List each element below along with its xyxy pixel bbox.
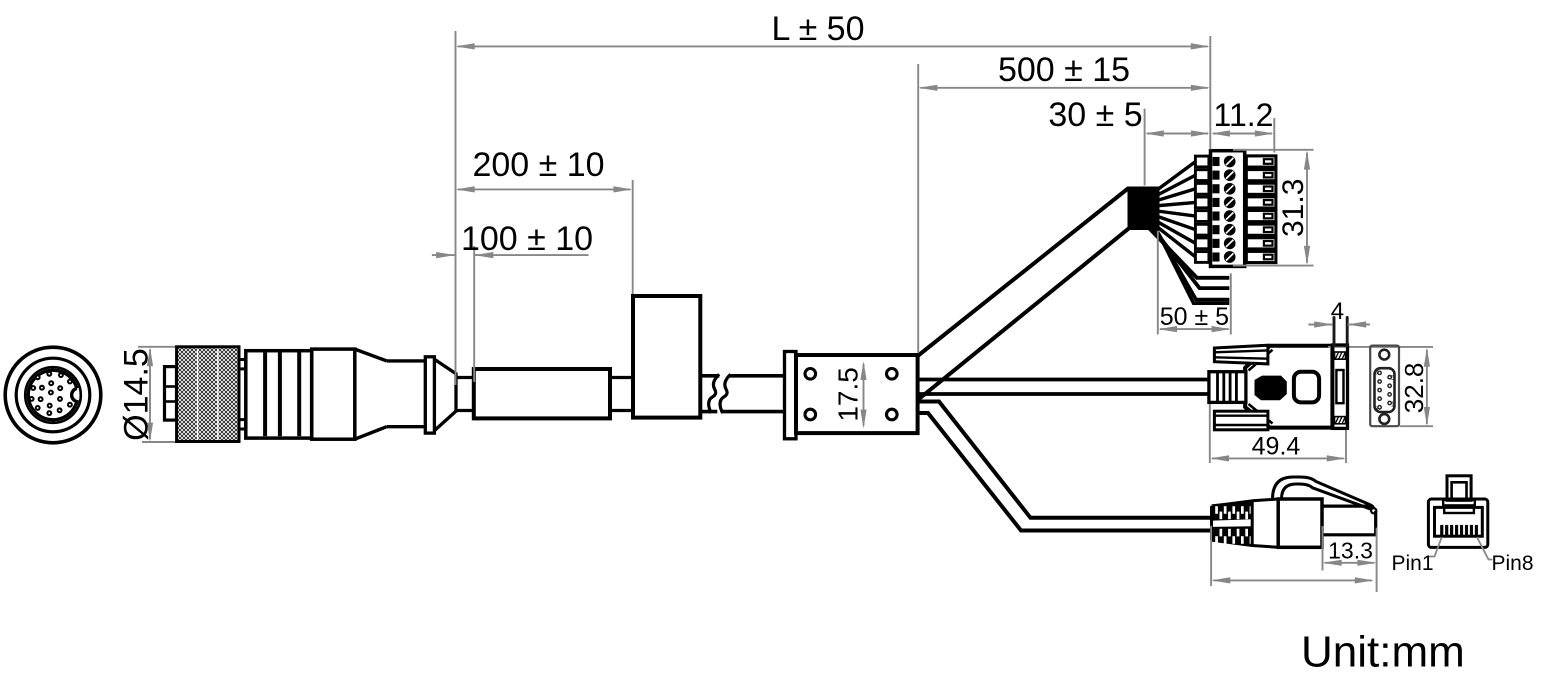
svg-text:200 ± 10: 200 ± 10 bbox=[472, 146, 604, 184]
svg-text:13.3: 13.3 bbox=[1328, 538, 1373, 564]
svg-text:50 ± 5: 50 ± 5 bbox=[1160, 303, 1229, 331]
svg-text:Pin8: Pin8 bbox=[1492, 552, 1534, 575]
svg-text:32.8: 32.8 bbox=[1399, 363, 1429, 414]
svg-text:5: 5 bbox=[1391, 375, 1395, 382]
svg-text:4: 4 bbox=[1331, 298, 1344, 325]
svg-text:Unit:mm: Unit:mm bbox=[1301, 628, 1465, 677]
svg-text:100 ± 10: 100 ± 10 bbox=[461, 220, 593, 258]
svg-text:6: 6 bbox=[1375, 407, 1379, 414]
svg-text:49.4: 49.4 bbox=[1252, 433, 1301, 461]
svg-text:9: 9 bbox=[1374, 370, 1378, 377]
svg-text:30 ± 5: 30 ± 5 bbox=[1048, 96, 1142, 134]
svg-text:11.2: 11.2 bbox=[1214, 97, 1274, 133]
svg-text:Ø14.5: Ø14.5 bbox=[118, 348, 156, 441]
svg-text:1: 1 bbox=[1391, 402, 1395, 409]
svg-text:Pin1: Pin1 bbox=[1391, 552, 1433, 575]
svg-text:L ± 50: L ± 50 bbox=[771, 10, 864, 48]
svg-text:500 ± 15: 500 ± 15 bbox=[998, 51, 1130, 89]
svg-text:31.3: 31.3 bbox=[1277, 179, 1310, 237]
svg-text:17.5: 17.5 bbox=[833, 367, 864, 422]
